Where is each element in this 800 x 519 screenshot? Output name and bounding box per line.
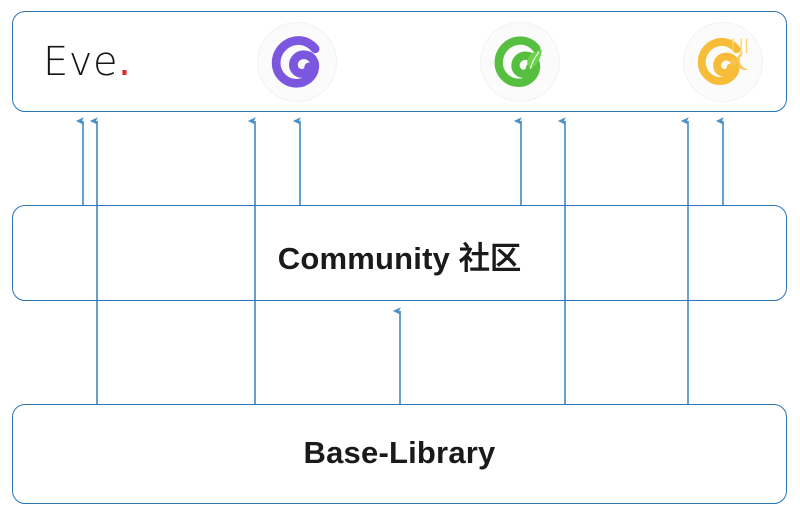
g-logo-green-leaf[interactable] bbox=[475, 11, 565, 112]
g-logo-yellow-moon[interactable] bbox=[678, 11, 768, 112]
g-logo-green-glyph bbox=[494, 35, 542, 87]
g-logo-yellow-disc bbox=[684, 22, 762, 101]
base-library-layer-label: Base-Library bbox=[303, 435, 496, 470]
eve-logo[interactable]: Eve. bbox=[30, 11, 193, 112]
community-layer-label: Community 社区 bbox=[277, 241, 522, 276]
moon-icon bbox=[736, 51, 749, 70]
g-logo-purple-disc bbox=[258, 22, 336, 101]
community-layer-box: Community 社区 bbox=[12, 205, 787, 301]
g-logo-yellow-glyph bbox=[697, 37, 749, 85]
g-logo-green-disc bbox=[481, 22, 559, 101]
eve-logo-text: Eve bbox=[43, 38, 119, 85]
products-layer-box bbox=[12, 11, 787, 112]
g-logo-purple-glyph bbox=[271, 35, 320, 88]
g-logo-purple[interactable] bbox=[252, 11, 342, 112]
star-icon bbox=[728, 56, 738, 67]
eve-logo-dot: . bbox=[118, 38, 132, 85]
base-library-layer-box: Base-Library bbox=[12, 404, 787, 504]
